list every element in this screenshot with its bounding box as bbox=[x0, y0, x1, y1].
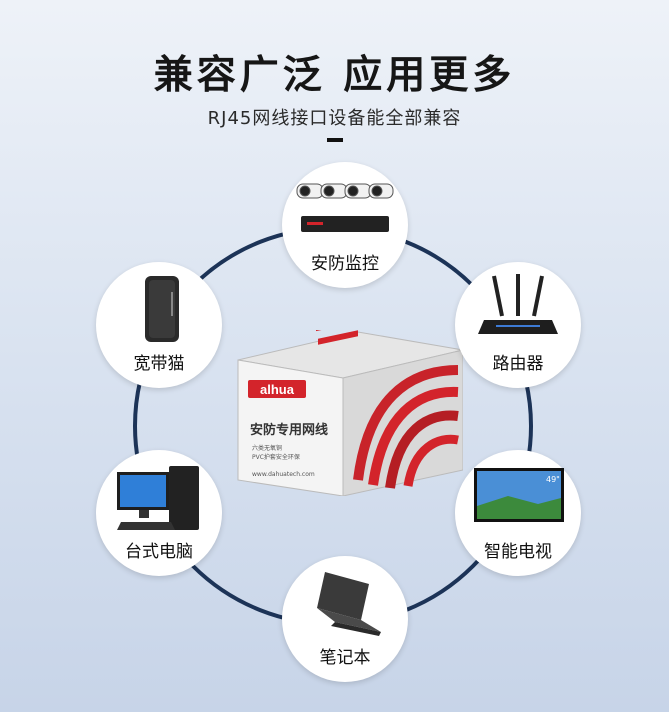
device-tv: 49" 智能电视 bbox=[455, 450, 581, 576]
smart-tv-icon: 49" bbox=[474, 468, 564, 522]
device-label: 智能电视 bbox=[484, 542, 552, 562]
device-modem: 宽带猫 bbox=[96, 262, 222, 388]
box-website: www.dahuatech.com bbox=[252, 471, 315, 478]
modem-icon bbox=[145, 276, 179, 342]
page-subtitle: RJ45网线接口设备能全部兼容 bbox=[207, 108, 462, 129]
box-feature-1: 六类无氧铜 bbox=[252, 444, 282, 452]
device-label: 宽带猫 bbox=[133, 354, 185, 374]
cable-coil-graphic bbox=[353, 365, 459, 489]
desktop-computer-icon bbox=[117, 466, 199, 530]
device-laptop: 笔记本 bbox=[282, 556, 408, 682]
box-brand-logo bbox=[248, 380, 306, 398]
device-router: 路由器 bbox=[455, 262, 581, 388]
device-label: 台式电脑 bbox=[125, 542, 193, 562]
cable-box-image: alhua 安防专用网线 六类无氧铜 PVC护套安全环保 www.dahuate… bbox=[237, 330, 463, 496]
box-product-name: 安防专用网线 bbox=[250, 422, 328, 438]
page-title: 兼容广泛 应用更多 bbox=[153, 53, 516, 98]
box-feature-2: PVC护套安全环保 bbox=[252, 453, 300, 461]
device-label: 笔记本 bbox=[319, 648, 371, 668]
device-desktop: 台式电脑 bbox=[96, 450, 222, 576]
device-label: 安防监控 bbox=[311, 254, 379, 274]
device-camera: 安防监控 bbox=[282, 162, 408, 288]
cctv-camera-icon bbox=[296, 183, 394, 232]
laptop-icon bbox=[317, 572, 381, 636]
box-brand-text: alhua bbox=[260, 382, 295, 397]
tv-size-label: 49" bbox=[546, 475, 560, 484]
router-icon bbox=[478, 274, 558, 334]
device-label: 路由器 bbox=[492, 354, 544, 374]
title-divider bbox=[327, 138, 343, 142]
